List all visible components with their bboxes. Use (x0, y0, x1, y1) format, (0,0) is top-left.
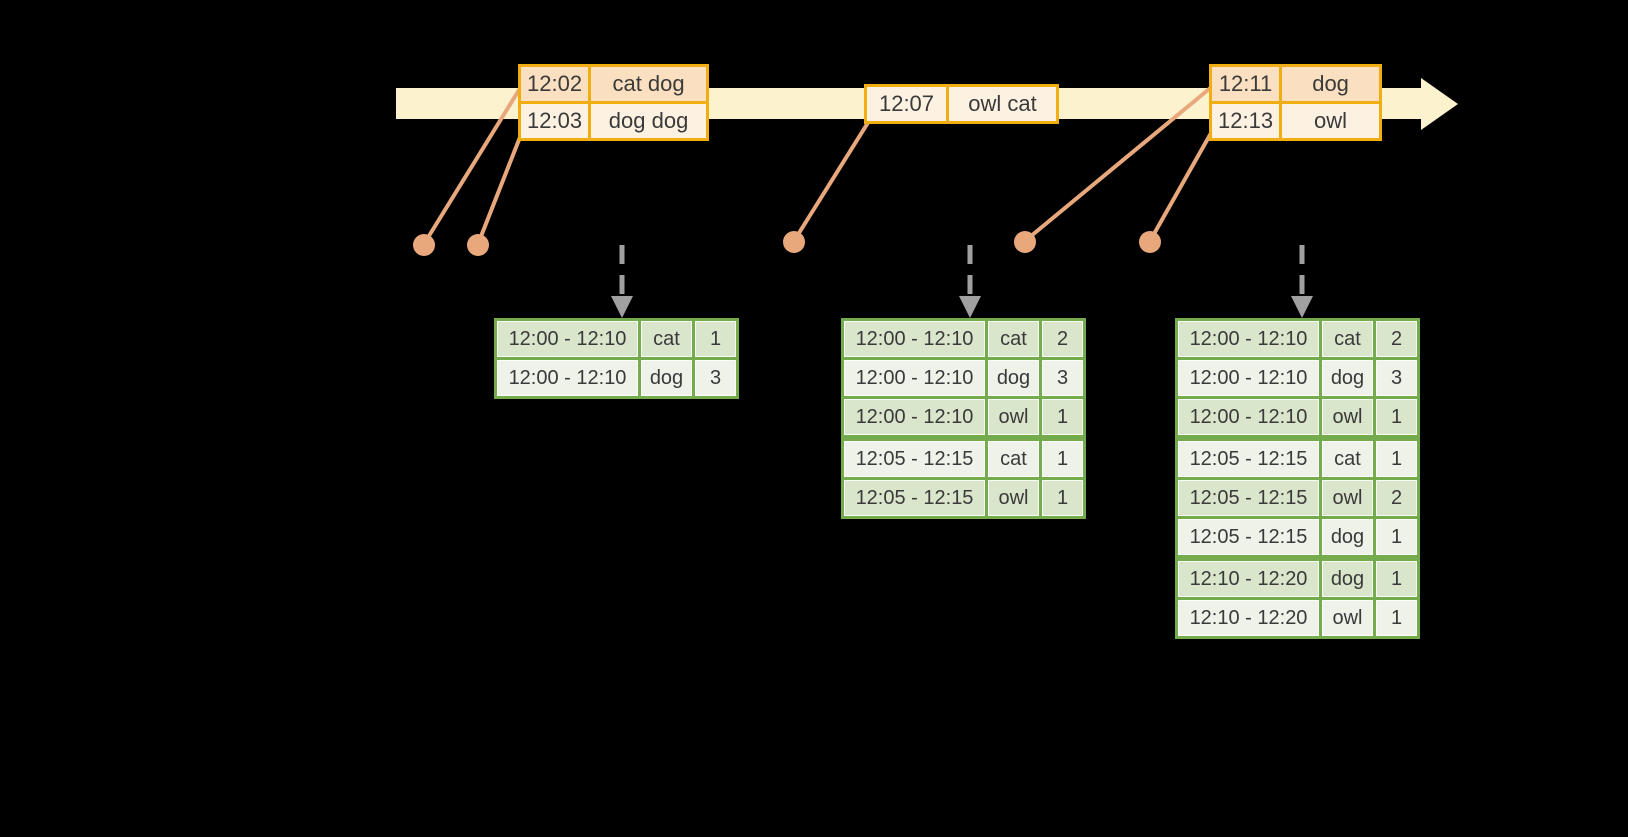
event-dot-4 (1014, 231, 1036, 253)
table-row: 12:00 - 12:10 owl 1 (1175, 396, 1420, 440)
word-cell: cat (638, 318, 695, 360)
word-cell: dog (638, 357, 695, 399)
window-cell: 12:00 - 12:10 (494, 357, 641, 399)
table-row: 12:13 owl (1208, 101, 1383, 141)
table-row: 12:05 - 12:15 owl 1 (841, 477, 1086, 519)
word-cell: dog (1319, 357, 1376, 399)
window-cell: 12:00 - 12:10 (1175, 396, 1322, 440)
trigger-arrow-3 (1291, 245, 1313, 318)
table-row: 12:11 dog (1208, 64, 1383, 104)
word-cell: owl (985, 396, 1042, 440)
event-table-3: 12:11 dog 12:13 owl (1208, 64, 1383, 141)
event-words-cell: cat dog (588, 64, 710, 104)
count-cell: 1 (1039, 396, 1086, 440)
event-words-cell: dog dog (588, 101, 710, 141)
word-cell: owl (1319, 396, 1376, 440)
table-row: 12:05 - 12:15 dog 1 (1175, 516, 1420, 560)
count-cell: 1 (1373, 555, 1420, 600)
window-cell: 12:00 - 12:10 (1175, 318, 1322, 360)
count-cell: 2 (1039, 318, 1086, 360)
table-row: 12:05 - 12:15 owl 2 (1175, 477, 1420, 519)
window-cell: 12:00 - 12:10 (841, 357, 988, 399)
event-table-1: 12:02 cat dog 12:03 dog dog (517, 64, 710, 141)
event-connector-2 (476, 125, 526, 246)
window-cell: 12:00 - 12:10 (841, 318, 988, 360)
arrow-down-icon (611, 296, 633, 318)
window-cell: 12:05 - 12:15 (1175, 516, 1322, 560)
count-cell: 2 (1373, 318, 1420, 360)
table-row: 12:00 - 12:10 owl 1 (841, 396, 1086, 440)
count-cell: 2 (1373, 477, 1420, 519)
trigger-arrow-1 (611, 245, 633, 318)
word-cell: dog (1319, 555, 1376, 600)
table-row: 12:07 owl cat (864, 84, 1059, 124)
table-row: 12:00 - 12:10 dog 3 (841, 357, 1086, 399)
event-dot-5 (1139, 231, 1161, 253)
window-cell: 12:00 - 12:10 (494, 318, 641, 360)
event-connector-4 (1023, 83, 1216, 243)
word-cell: owl (985, 477, 1042, 519)
count-cell: 1 (692, 318, 739, 360)
count-cell: 1 (1039, 435, 1086, 480)
table-row: 12:03 dog dog (517, 101, 710, 141)
table-row: 12:00 - 12:10 cat 2 (841, 318, 1086, 360)
timeline-arrowhead-icon (1421, 78, 1458, 130)
table-row: 12:00 - 12:10 dog 3 (494, 357, 739, 399)
count-cell: 1 (1039, 477, 1086, 519)
table-row: 12:05 - 12:15 cat 1 (1175, 435, 1420, 480)
event-time-cell: 12:11 (1208, 64, 1283, 104)
event-connector-3 (792, 119, 871, 243)
word-cell: cat (1319, 435, 1376, 480)
count-cell: 3 (692, 357, 739, 399)
result-table-1: 12:00 - 12:10 cat 1 12:00 - 12:10 dog 3 (494, 318, 739, 399)
table-row: 12:02 cat dog (517, 64, 710, 104)
table-row: 12:00 - 12:10 cat 2 (1175, 318, 1420, 360)
count-cell: 1 (1373, 516, 1420, 560)
word-cell: dog (985, 357, 1042, 399)
event-dot-1 (413, 234, 435, 256)
count-cell: 3 (1039, 357, 1086, 399)
word-cell: owl (1319, 597, 1376, 639)
table-row: 12:00 - 12:10 cat 1 (494, 318, 739, 360)
trigger-arrow-2 (959, 245, 981, 318)
table-row: 12:10 - 12:20 dog 1 (1175, 555, 1420, 600)
window-cell: 12:05 - 12:15 (1175, 435, 1322, 480)
word-cell: cat (985, 435, 1042, 480)
window-cell: 12:05 - 12:15 (841, 477, 988, 519)
table-row: 12:10 - 12:20 owl 1 (1175, 597, 1420, 639)
event-time-cell: 12:07 (864, 84, 949, 124)
count-cell: 3 (1373, 357, 1420, 399)
window-cell: 12:05 - 12:15 (841, 435, 988, 480)
event-connector-5 (1148, 124, 1217, 243)
count-cell: 1 (1373, 396, 1420, 440)
event-table-2: 12:07 owl cat (864, 84, 1059, 124)
window-cell: 12:10 - 12:20 (1175, 555, 1322, 600)
window-cell: 12:10 - 12:20 (1175, 597, 1322, 639)
table-row: 12:00 - 12:10 dog 3 (1175, 357, 1420, 399)
window-cell: 12:00 - 12:10 (841, 396, 988, 440)
result-table-3: 12:00 - 12:10 cat 2 12:00 - 12:10 dog 3 … (1175, 318, 1420, 639)
word-cell: cat (985, 318, 1042, 360)
event-connector-1 (422, 88, 521, 246)
count-cell: 1 (1373, 597, 1420, 639)
count-cell: 1 (1373, 435, 1420, 480)
word-cell: owl (1319, 477, 1376, 519)
result-table-2: 12:00 - 12:10 cat 2 12:00 - 12:10 dog 3 … (841, 318, 1086, 519)
event-words-cell: dog (1279, 64, 1383, 104)
event-dot-3 (783, 231, 805, 253)
event-words-cell: owl (1279, 101, 1383, 141)
event-words-cell: owl cat (946, 84, 1059, 124)
window-cell: 12:00 - 12:10 (1175, 357, 1322, 399)
word-cell: cat (1319, 318, 1376, 360)
arrow-down-icon (1291, 296, 1313, 318)
arrow-down-icon (959, 296, 981, 318)
event-time-cell: 12:13 (1208, 101, 1283, 141)
table-row: 12:05 - 12:15 cat 1 (841, 435, 1086, 480)
window-cell: 12:05 - 12:15 (1175, 477, 1322, 519)
event-dot-2 (467, 234, 489, 256)
event-time-cell: 12:03 (517, 101, 592, 141)
word-cell: dog (1319, 516, 1376, 560)
event-time-cell: 12:02 (517, 64, 592, 104)
